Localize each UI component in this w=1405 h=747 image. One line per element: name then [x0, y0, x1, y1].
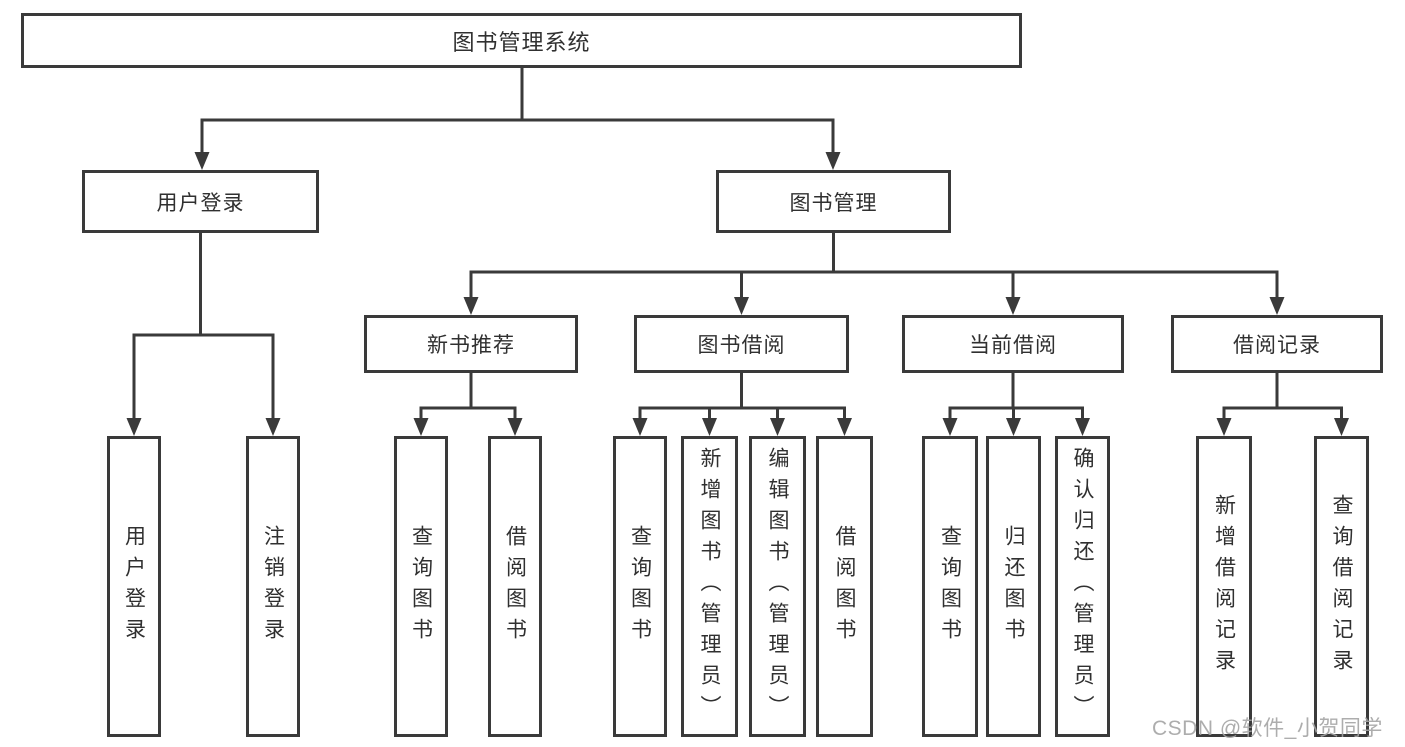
leaf-query-borrow-record: 查询借阅记录: [1314, 436, 1369, 737]
leaf-edit-book-admin: 编辑图书（管理员）: [749, 436, 806, 737]
leaf-logout: 注销登录: [246, 436, 300, 737]
leaf-borrow-books-borrowing: 借阅图书: [816, 436, 873, 737]
watermark: CSDN @软件_小贺同学: [1152, 717, 1383, 740]
edges-user-login: [126, 233, 281, 436]
node-book-borrowing: 图书借阅: [634, 315, 849, 373]
leaf-borrow-books-recommend: 借阅图书: [488, 436, 542, 737]
edges-new-book-recommend: [413, 373, 523, 436]
edges-book-management: [463, 233, 1285, 315]
leaf-query-books-borrowing: 查询图书: [613, 436, 667, 737]
leaf-return-book: 归还图书: [986, 436, 1041, 737]
edges-current-borrowing: [942, 373, 1090, 436]
edges-root-split: [194, 68, 841, 170]
leaf-query-books-recommend: 查询图书: [394, 436, 448, 737]
edges-borrowing-records: [1216, 373, 1349, 436]
leaf-add-book-admin: 新增图书（管理员）: [681, 436, 738, 737]
edges-book-borrowing: [632, 373, 852, 436]
node-new-book-recommend: 新书推荐: [364, 315, 578, 373]
leaf-confirm-return-admin: 确认归还（管理员）: [1055, 436, 1110, 737]
leaf-query-books-current: 查询图书: [922, 436, 978, 737]
leaf-add-borrow-record: 新增借阅记录: [1196, 436, 1252, 737]
node-book-management: 图书管理: [716, 170, 951, 233]
node-current-borrowing: 当前借阅: [902, 315, 1124, 373]
node-library-system: 图书管理系统: [21, 13, 1022, 68]
leaf-user-login: 用户登录: [107, 436, 161, 737]
node-user-login: 用户登录: [82, 170, 319, 233]
node-borrowing-records: 借阅记录: [1171, 315, 1383, 373]
